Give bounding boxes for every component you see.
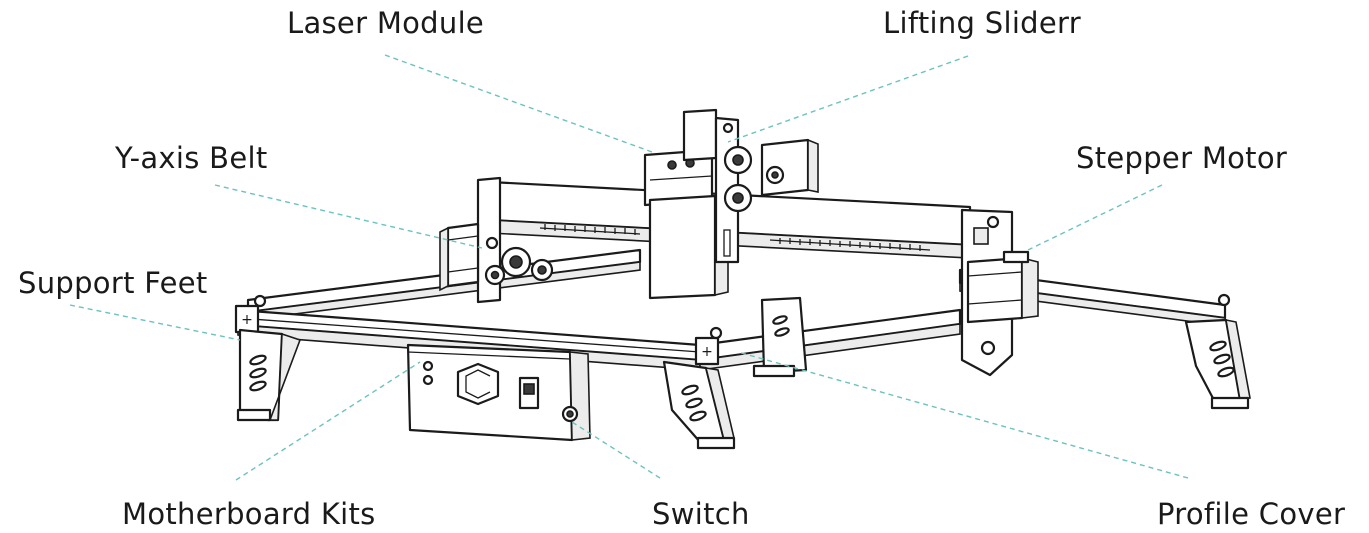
motherboard-box bbox=[406, 343, 591, 442]
label-support-feet: Support Feet bbox=[18, 266, 208, 300]
foot-back-left bbox=[752, 296, 808, 378]
support-feet bbox=[236, 296, 1251, 450]
gantry-stepper-motor bbox=[760, 138, 819, 197]
front-right-rail bbox=[698, 308, 962, 371]
label-profile-cover: Profile Cover bbox=[1157, 497, 1345, 531]
leader-lines bbox=[69, 54, 1189, 481]
leader-y-axis-belt bbox=[214, 184, 483, 249]
ruler-ticks bbox=[544, 224, 921, 251]
foot-back-right bbox=[1184, 318, 1251, 410]
label-motherboard-kits: Motherboard Kits bbox=[122, 497, 376, 531]
machine-drawing: + + bbox=[234, 108, 1251, 450]
brand-logo-icon bbox=[456, 362, 500, 406]
label-lifting-slider: Lifting Sliderr bbox=[883, 6, 1081, 40]
foot-front-middle bbox=[662, 360, 736, 450]
leader-laser-module bbox=[384, 54, 653, 153]
leader-lifting-slider bbox=[727, 55, 969, 143]
right-stepper-motor bbox=[966, 250, 1039, 324]
svg-text:+: + bbox=[241, 312, 253, 328]
left-pulleys bbox=[484, 246, 554, 286]
label-y-axis-belt: Y-axis Belt bbox=[114, 141, 268, 175]
foot-front-left bbox=[236, 328, 302, 422]
label-laser-module: Laser Module bbox=[287, 6, 484, 40]
leader-stepper-motor bbox=[1027, 184, 1163, 251]
label-stepper-motor: Stepper Motor bbox=[1076, 141, 1287, 175]
leader-support-feet bbox=[69, 304, 241, 341]
lifting-slider bbox=[682, 108, 753, 264]
corner-brackets: + + bbox=[234, 293, 1231, 366]
power-switch-icon bbox=[518, 376, 540, 410]
left-stepper-motor bbox=[439, 222, 480, 292]
svg-text:+: + bbox=[701, 344, 713, 360]
label-switch: Switch bbox=[652, 497, 750, 531]
leader-profile-cover bbox=[737, 351, 1189, 479]
leader-motherboard-kits bbox=[235, 361, 421, 481]
labels: Laser Module Lifting Sliderr Y-axis Belt… bbox=[18, 6, 1345, 531]
